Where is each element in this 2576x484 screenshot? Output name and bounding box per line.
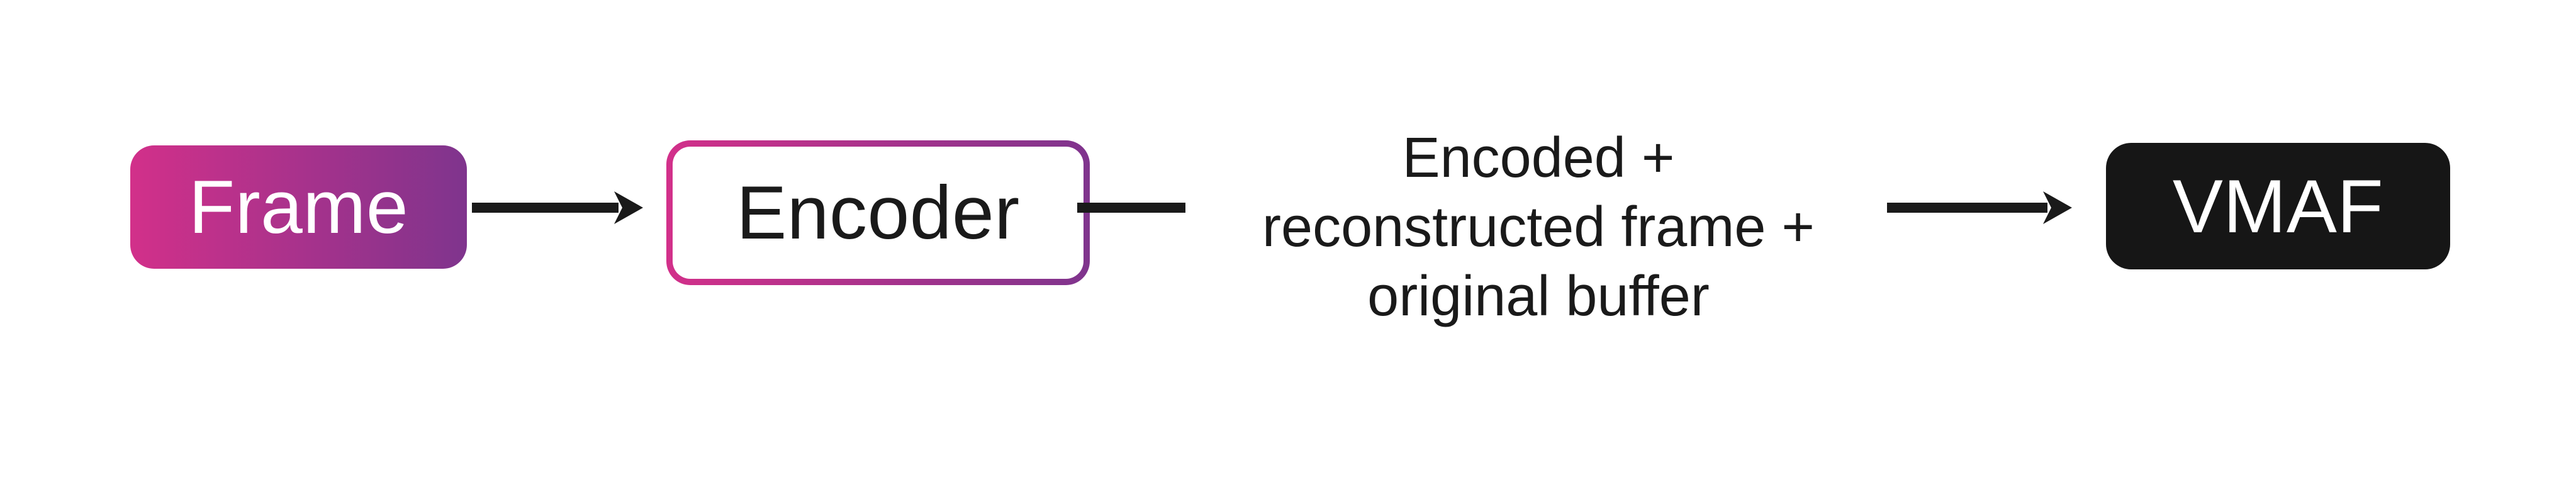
connector-line — [1077, 203, 1185, 213]
arrow-right-icon — [472, 191, 643, 224]
node-frame: Frame — [130, 145, 467, 269]
node-vmaf-label: VMAF — [2172, 164, 2384, 249]
edge-label: Encoded + reconstructed frame + original… — [1180, 123, 1897, 331]
node-vmaf: VMAF — [2106, 143, 2450, 269]
edge-label-line-1: Encoded + — [1402, 127, 1675, 189]
node-encoder-label: Encoder — [736, 171, 1020, 255]
edge-label-line-3: original buffer — [1367, 265, 1710, 328]
node-encoder: Encoder — [666, 140, 1090, 285]
arrow-right-icon — [1887, 191, 2072, 224]
node-encoder-inner: Encoder — [673, 147, 1084, 279]
edge-label-line-2: reconstructed frame + — [1262, 196, 1815, 259]
node-frame-label: Frame — [188, 165, 409, 249]
